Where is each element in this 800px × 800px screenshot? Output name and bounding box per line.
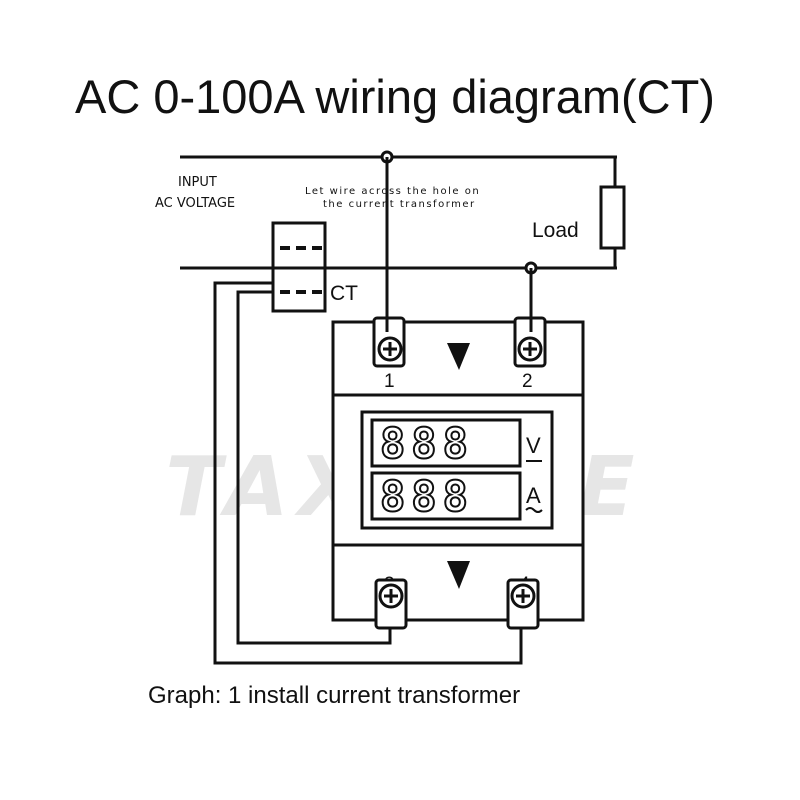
current-unit: A xyxy=(526,483,541,508)
arrow-down-icon xyxy=(447,343,470,370)
terminal-label-2: 2 xyxy=(522,371,533,392)
screw-terminal-1 xyxy=(377,336,403,362)
load-label: Load xyxy=(532,219,579,242)
arrow-down-icon-lower xyxy=(447,561,470,589)
note-text-line2: the current transformer xyxy=(323,199,476,210)
voltage-unit: V xyxy=(526,433,541,458)
screw-terminal-3 xyxy=(378,583,404,609)
current-digits: 888 xyxy=(380,472,474,521)
ct-label: CT xyxy=(330,282,358,305)
ac-symbol-icon xyxy=(525,507,543,513)
voltage-digits: 888 xyxy=(380,419,474,468)
note-text-line1: Let wire across the hole on xyxy=(305,186,480,197)
figure-caption: Graph: 1 install current transformer xyxy=(148,682,520,709)
load-resistor xyxy=(599,185,626,250)
screw-terminal-4 xyxy=(510,583,536,609)
display-row-current xyxy=(370,471,522,521)
input-label: INPUT xyxy=(178,175,217,190)
ct-secondary-wire-inner xyxy=(236,290,392,645)
display-row-voltage xyxy=(370,418,522,468)
screw-terminal-2 xyxy=(517,336,543,362)
diagram-title: AC 0-100A wiring diagram(CT) xyxy=(75,70,715,123)
terminal-label-1: 1 xyxy=(384,371,395,392)
ct-secondary-wire-outer xyxy=(213,281,523,665)
input-voltage-label: AC VOLTAGE xyxy=(155,196,235,211)
